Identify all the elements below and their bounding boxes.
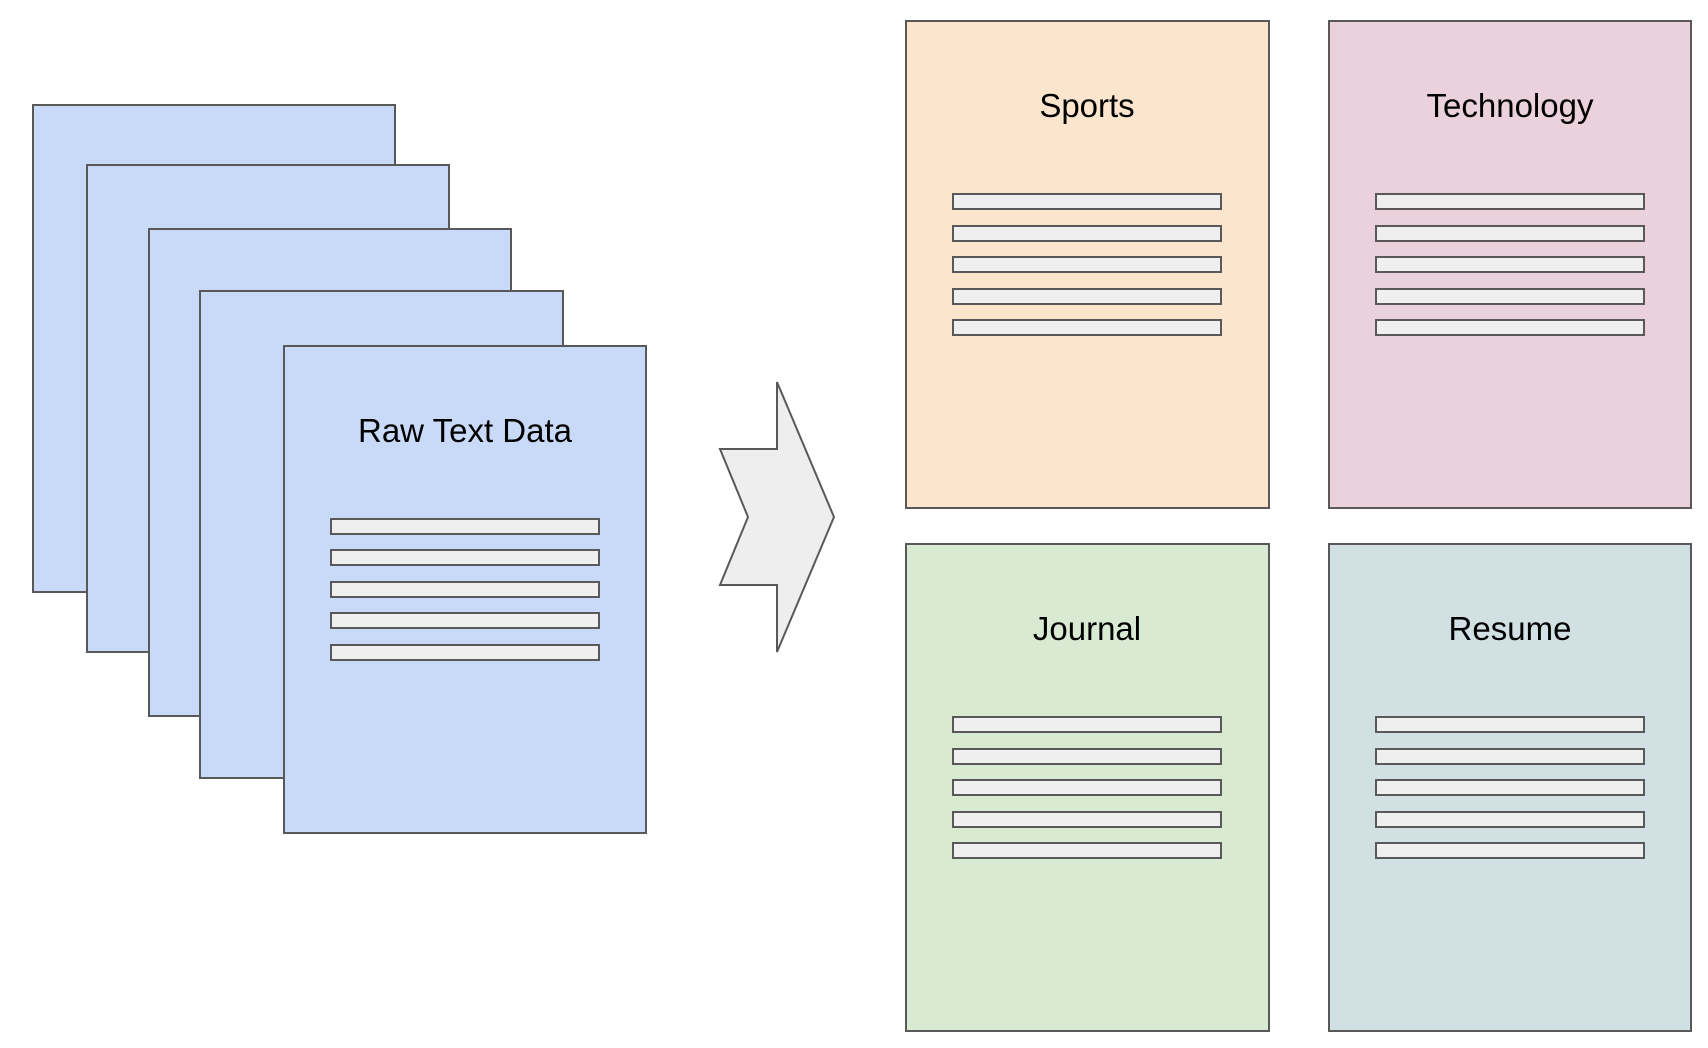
raw-text-document: Raw Text Data [283, 345, 647, 834]
text-line [952, 811, 1222, 828]
text-line [952, 288, 1222, 305]
text-line [1375, 319, 1645, 336]
category-document-journal: Journal [905, 543, 1270, 1032]
category-document-sports: Sports [905, 20, 1270, 509]
text-line [952, 842, 1222, 859]
text-line [1375, 256, 1645, 273]
text-line [1375, 193, 1645, 210]
text-line [952, 779, 1222, 796]
text-line [330, 518, 600, 535]
text-line [952, 256, 1222, 273]
text-line [1375, 842, 1645, 859]
text-line [1375, 716, 1645, 733]
text-line [330, 612, 600, 629]
text-line [952, 716, 1222, 733]
category-label-journal: Journal [1033, 610, 1141, 647]
chevron-arrow-icon [718, 381, 836, 653]
raw-text-lines [330, 518, 600, 661]
text-line [1375, 225, 1645, 242]
text-line [1375, 779, 1645, 796]
text-line [1375, 288, 1645, 305]
category-document-technology: Technology [1328, 20, 1692, 509]
category-label-technology: Technology [1427, 87, 1594, 124]
category-label-sports: Sports [1039, 87, 1134, 124]
raw-text-data-label: Raw Text Data [358, 412, 573, 449]
category-label-resume: Resume [1449, 610, 1572, 647]
text-line [330, 581, 600, 598]
text-line [952, 225, 1222, 242]
raw-text-document-stack: Raw Text Data [32, 104, 647, 834]
text-line [952, 748, 1222, 765]
text-line [952, 319, 1222, 336]
text-line [330, 549, 600, 566]
text-line [330, 644, 600, 661]
category-document-resume: Resume [1328, 543, 1692, 1032]
text-line [1375, 811, 1645, 828]
text-line [952, 193, 1222, 210]
text-line [1375, 748, 1645, 765]
